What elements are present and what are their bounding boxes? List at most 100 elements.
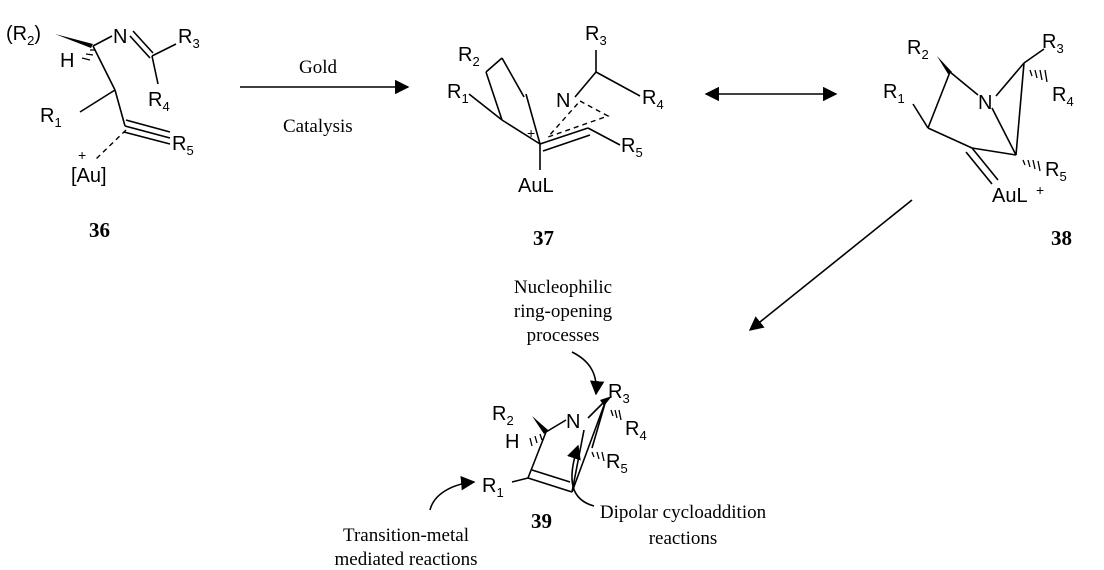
bond	[92, 35, 113, 47]
label-r2: R2	[458, 44, 480, 69]
bond	[545, 419, 567, 433]
compound-number-38: 38	[1051, 226, 1072, 250]
compound-38: R2 R1 N R3 R4 R5 AuL + 38	[883, 31, 1074, 250]
label-r1: R1	[40, 105, 62, 130]
bond	[912, 103, 929, 129]
label-r3: R3	[1042, 31, 1064, 56]
arrow-label-top: Gold	[299, 57, 338, 78]
label-r1: R1	[447, 81, 469, 106]
bond	[591, 399, 607, 449]
label-aul: AuL	[518, 175, 554, 197]
hashed-bond	[610, 409, 622, 421]
double-bond	[531, 469, 571, 483]
annotation-line: ring-opening	[514, 301, 613, 322]
label-r5: R5	[172, 133, 194, 158]
bond	[511, 477, 529, 483]
double-bond	[542, 134, 591, 152]
bond	[1023, 48, 1045, 64]
label-r3: R3	[178, 26, 200, 51]
bond	[927, 127, 973, 149]
label-r4: R4	[642, 87, 664, 112]
bond	[539, 127, 589, 145]
curved-arrow	[567, 444, 595, 507]
label-r2: R2	[492, 403, 514, 428]
annotation-line: processes	[527, 325, 600, 346]
label-plus: +	[78, 147, 86, 163]
bond	[1015, 62, 1025, 156]
label-r1: R1	[482, 475, 504, 500]
label-r2: (R2)	[6, 23, 41, 48]
bond	[527, 431, 547, 479]
compound-number-39: 39	[531, 509, 552, 533]
annotation-line: mediated reactions	[335, 549, 478, 570]
annotation-line: Dipolar cycloaddition	[600, 502, 767, 523]
label-r4: R4	[625, 418, 647, 443]
label-n: N	[556, 90, 570, 112]
reaction-arrow: Gold Catalysis	[240, 57, 410, 137]
wedge-bond	[600, 396, 612, 406]
bond	[571, 429, 585, 493]
hashed-bond	[591, 451, 605, 462]
bond	[525, 93, 541, 145]
bond	[151, 43, 177, 57]
bond	[587, 127, 621, 146]
annotation-nucleophilic: Nucleophilic ring-opening processes	[514, 277, 613, 396]
label-h: H	[60, 50, 74, 72]
exocyclic-double-bond	[965, 151, 993, 185]
compound-37: R2 R1 N R3 R4 R5 + AuL 37	[447, 23, 664, 250]
bond	[927, 71, 951, 129]
bond	[527, 477, 573, 493]
bond	[79, 89, 116, 113]
annotation-line: Transition-metal	[343, 525, 469, 546]
label-h: H	[505, 431, 519, 453]
label-r3: R3	[608, 381, 630, 406]
hashed-bond	[529, 433, 543, 447]
bond	[571, 399, 607, 493]
bond	[151, 55, 159, 85]
curved-arrow	[429, 476, 476, 511]
au-coordination-bond	[94, 129, 127, 161]
label-r2: R2	[907, 37, 929, 62]
label-plus: +	[1036, 182, 1044, 198]
alkyne-bond	[125, 119, 171, 133]
hashed-bond	[1029, 69, 1048, 83]
label-aul: AuL	[992, 185, 1028, 207]
label-r5: R5	[1045, 159, 1067, 184]
hashed-bond	[81, 49, 95, 61]
compound-number-36: 36	[89, 218, 110, 242]
annotation-transition: Transition-metal mediated reactions	[335, 476, 478, 570]
bond	[501, 119, 541, 145]
bond	[991, 107, 1017, 156]
compound-number-37: 37	[533, 226, 554, 250]
annotation-line: reactions	[649, 528, 718, 549]
label-r4: R4	[1052, 84, 1074, 109]
diagonal-arrow	[748, 199, 913, 331]
alkyne-bond	[123, 131, 171, 145]
annotation-dipolar: Dipolar cycloaddition reactions	[567, 444, 767, 549]
annotation-line: Nucleophilic	[514, 277, 612, 298]
bond	[949, 71, 979, 96]
bond	[92, 45, 116, 91]
imine-double-bond	[129, 35, 151, 59]
label-r3: R3	[585, 23, 607, 48]
compound-39: R2 H N R3 R4 R5 R1 39	[482, 381, 647, 533]
label-n: N	[978, 92, 992, 114]
label-n: N	[113, 26, 127, 48]
imine-double-bond	[132, 30, 154, 54]
label-r1: R1	[883, 81, 905, 106]
bond	[995, 62, 1025, 97]
wedge-bond	[55, 34, 93, 48]
wedge-bond	[532, 416, 548, 434]
exocyclic-double-bond	[971, 147, 999, 181]
label-n: N	[566, 411, 580, 433]
label-plus: +	[527, 125, 535, 141]
bond	[468, 93, 503, 121]
bond	[574, 71, 597, 98]
bond	[485, 71, 503, 121]
bond	[501, 57, 525, 98]
label-au: [Au]	[71, 165, 107, 187]
alkyne-bond	[124, 125, 171, 139]
bond	[595, 71, 641, 97]
